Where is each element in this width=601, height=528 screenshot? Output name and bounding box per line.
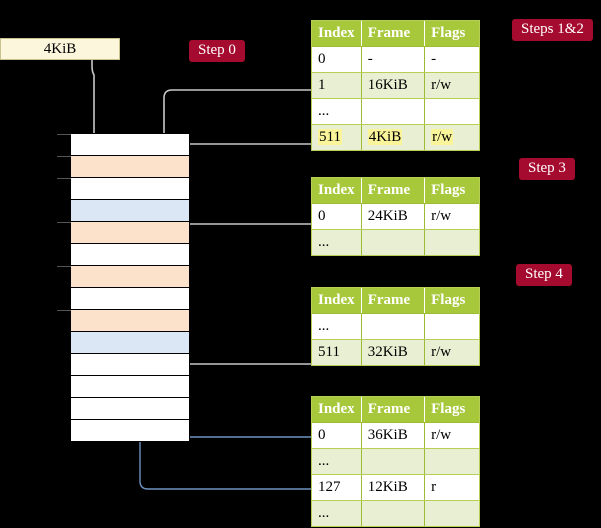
table-cell: 511 — [312, 124, 362, 150]
table-cell: r/w — [424, 203, 479, 230]
memory-row — [57, 177, 189, 199]
table-cell: r/w — [424, 422, 479, 449]
memory-row — [57, 265, 189, 287]
table-cell: 24KiB — [361, 203, 426, 230]
memory-row — [57, 221, 189, 243]
table-cell — [424, 98, 479, 125]
virtual-address-label: 4KiB — [43, 40, 77, 57]
table-cell: ... — [312, 313, 362, 340]
table-cell — [424, 500, 479, 526]
table-cell: r — [424, 474, 479, 501]
memory-row — [71, 375, 189, 397]
table-cell: ... — [312, 500, 362, 526]
table-row: 0-- — [312, 46, 479, 73]
table-cell: - — [361, 46, 426, 73]
table-cell: 0 — [312, 422, 362, 449]
column-header-frame: Frame — [361, 288, 426, 314]
table-cell: 32KiB — [361, 339, 426, 365]
table-cell: 16KiB — [361, 72, 426, 99]
memory-row — [71, 331, 189, 353]
memory-row — [71, 419, 189, 441]
table-cell — [361, 448, 426, 475]
badge-step-3: Step 3 — [519, 158, 575, 181]
table-cell — [424, 229, 479, 255]
table-cell: - — [424, 46, 479, 73]
memory-row — [71, 199, 189, 221]
column-header-flags: Flags — [424, 397, 479, 423]
column-header-flags: Flags — [424, 178, 479, 204]
table-cell: 127 — [312, 474, 362, 501]
physical-memory-column — [57, 133, 190, 442]
table-cell: r/w — [424, 72, 479, 99]
table-cell: 0 — [312, 203, 362, 230]
badge-step-0: Step 0 — [189, 40, 245, 63]
table-cell: 0 — [312, 46, 362, 73]
column-header-index: Index — [312, 397, 362, 423]
table-cell — [361, 313, 426, 340]
table-cell: r/w — [424, 124, 479, 150]
badge-steps-1-2: Steps 1&2 — [512, 19, 593, 42]
memory-row — [71, 353, 189, 375]
memory-row — [57, 155, 189, 177]
table-row: ... — [312, 313, 479, 340]
table-row: ... — [312, 229, 479, 255]
table-cell: 4KiB — [361, 124, 426, 150]
column-header-frame: Frame — [361, 397, 426, 423]
table-row: ... — [312, 448, 479, 475]
table-cell: 12KiB — [361, 474, 426, 501]
table-row: ... — [312, 500, 479, 526]
badge-step-4: Step 4 — [516, 264, 572, 287]
memory-row — [71, 243, 189, 265]
table-cell: ... — [312, 448, 362, 475]
memory-row — [71, 287, 189, 309]
table-cell — [424, 448, 479, 475]
table-cell — [424, 313, 479, 340]
column-header-flags: Flags — [424, 288, 479, 314]
table-cell: 1 — [312, 72, 362, 99]
memory-row — [57, 309, 189, 331]
column-header-frame: Frame — [361, 21, 426, 47]
table-cell — [361, 229, 426, 255]
column-header-index: Index — [312, 21, 362, 47]
table-row: ... — [312, 98, 479, 125]
memory-row — [57, 133, 189, 155]
table-cell: 511 — [312, 339, 362, 365]
table-cell — [361, 500, 426, 526]
table-cell: ... — [312, 229, 362, 255]
table-cell — [361, 98, 426, 125]
column-header-index: Index — [312, 288, 362, 314]
table-cell: 36KiB — [361, 422, 426, 449]
table-cell: r/w — [424, 339, 479, 365]
memory-row — [71, 397, 189, 419]
column-header-index: Index — [312, 178, 362, 204]
column-header-frame: Frame — [361, 178, 426, 204]
column-header-flags: Flags — [424, 21, 479, 47]
table-cell: ... — [312, 98, 362, 125]
virtual-address-box: 4KiB — [0, 38, 120, 60]
